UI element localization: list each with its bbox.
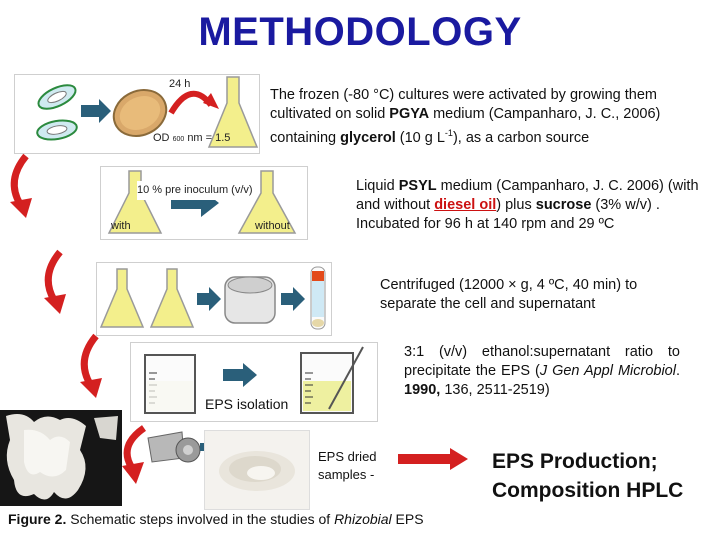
figure-caption: Figure 2. Schematic steps involved in th… [8, 511, 424, 527]
step4-description: 3:1 (v/v) ethanol:supernatant ratio to p… [404, 344, 680, 398]
step4-image-panel: EPS isolation [130, 342, 378, 422]
time-label: 24 h [169, 78, 191, 90]
powder-shapes [219, 451, 295, 491]
step3-description: Centrifuged (12000 × g, 4 ºC, 40 min) to… [380, 277, 638, 312]
petri-dish-icons [36, 76, 259, 148]
step2-description: Liquid PSYL medium (Campanharo, J. C. 20… [356, 178, 699, 232]
eps-photo [0, 410, 122, 506]
od-label: OD 600 nm = 1.5 [153, 132, 231, 144]
eps-isolation-illustration [144, 346, 364, 414]
eps-photo-shapes [6, 414, 118, 500]
eps-isolation-label: EPS isolation [205, 396, 289, 412]
without-label: without [255, 220, 290, 232]
step3-image-panel [96, 262, 332, 336]
arrow-to-result [398, 448, 468, 470]
centrifuge-illustration [99, 266, 326, 330]
dried-eps-photo [204, 430, 310, 510]
page-title: METHODOLOGY [198, 10, 522, 54]
flow-arrow-4 [122, 425, 147, 484]
dryer-apparatus-icon [147, 431, 201, 463]
flow-arrow-1 [10, 153, 32, 218]
step2-image-panel: 10 % pre inoculum (v/v) with without [100, 166, 308, 240]
eps-dried-label: EPS dried samples - [318, 449, 377, 482]
with-label: with [111, 220, 131, 232]
step1-image-panel: 24 h OD 600 nm = 1.5 [14, 74, 260, 154]
eps-result-text: EPS Production; Composition HPLC [492, 450, 684, 502]
step1-description: The frozen (-80 °C) cultures were activa… [270, 87, 661, 146]
inoculum-label: 10 % pre inoculum (v/v) [137, 181, 253, 200]
flow-arrow-2 [44, 249, 66, 314]
flow-arrow-3 [80, 333, 102, 398]
